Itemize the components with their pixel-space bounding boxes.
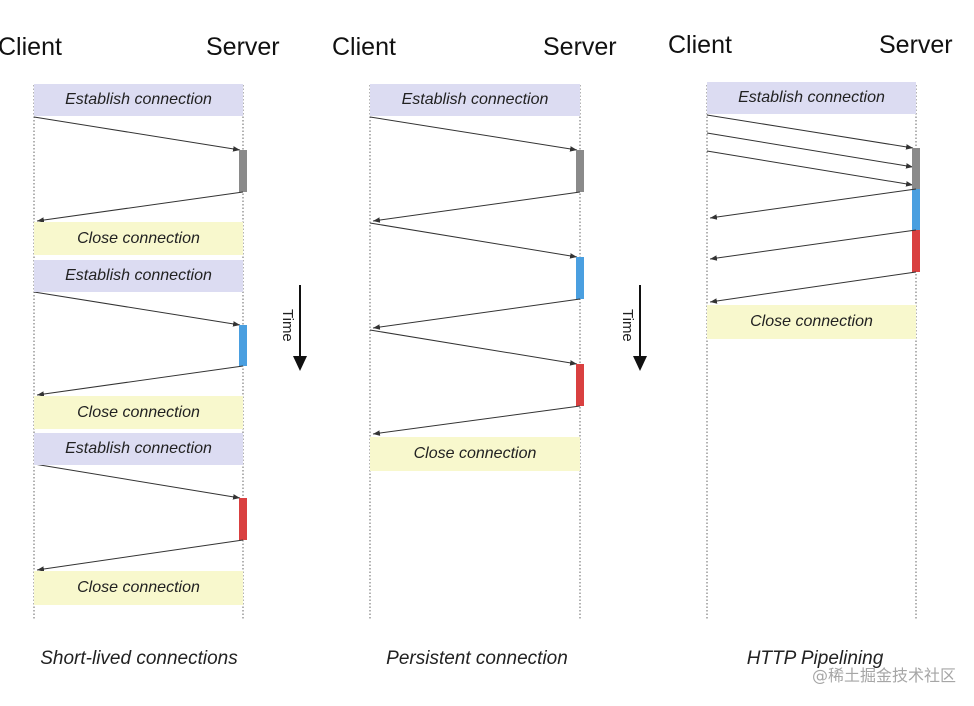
- server-label: Server: [206, 33, 280, 61]
- time-arrow-left: [293, 285, 307, 371]
- close-connection-box: Close connection: [34, 571, 243, 605]
- processing-bar-gray: [912, 148, 920, 189]
- request-arrow: [369, 116, 578, 152]
- processing-bar-gray: [576, 150, 584, 192]
- close-connection-box: Close connection: [34, 222, 243, 255]
- response-arrow: [709, 229, 917, 261]
- processing-bar-blue: [576, 257, 584, 299]
- response-arrow: [372, 191, 581, 223]
- response-arrow: [372, 405, 581, 436]
- response-arrow: [36, 365, 244, 397]
- close-connection-box: Close connection: [34, 396, 243, 429]
- processing-bar-blue: [912, 189, 920, 230]
- response-arrow: [709, 188, 917, 220]
- processing-bar-blue: [239, 325, 247, 366]
- client-label: Client: [332, 33, 396, 61]
- establish-connection-box: Establish connection: [370, 84, 580, 116]
- request-arrow: [706, 150, 914, 187]
- request-arrow: [369, 222, 578, 259]
- response-arrow: [36, 539, 244, 572]
- caption-short-lived: Short-lived connections: [40, 648, 238, 669]
- time-label: Time: [279, 309, 296, 342]
- client-label: Client: [668, 31, 732, 59]
- request-arrow: [33, 116, 241, 152]
- time-arrow-right: [633, 285, 647, 371]
- server-label: Server: [879, 31, 953, 59]
- client-label: Client: [0, 33, 62, 61]
- processing-bar-gray: [239, 150, 247, 192]
- processing-bar-red: [576, 364, 584, 406]
- establish-connection-box: Establish connection: [34, 84, 243, 116]
- response-arrow: [372, 298, 581, 330]
- establish-connection-box: Establish connection: [707, 82, 916, 114]
- processing-bar-red: [239, 498, 247, 540]
- request-arrow: [706, 132, 914, 169]
- request-arrow: [33, 463, 241, 500]
- caption-persistent: Persistent connection: [386, 648, 568, 669]
- establish-connection-box: Establish connection: [34, 433, 243, 465]
- watermark: @稀土掘金技术社区: [811, 666, 956, 685]
- time-label: Time: [619, 309, 636, 342]
- close-connection-box: Close connection: [707, 305, 916, 339]
- establish-connection-box: Establish connection: [34, 260, 243, 292]
- processing-bar-red: [912, 230, 920, 272]
- response-arrow: [36, 191, 244, 223]
- close-connection-box: Close connection: [370, 437, 580, 471]
- request-arrow: [33, 291, 241, 327]
- request-arrow: [369, 329, 578, 366]
- caption-pipelining: HTTP Pipelining: [746, 648, 884, 669]
- request-arrow: [706, 114, 914, 150]
- server-label: Server: [543, 33, 617, 61]
- response-arrow: [709, 271, 917, 304]
